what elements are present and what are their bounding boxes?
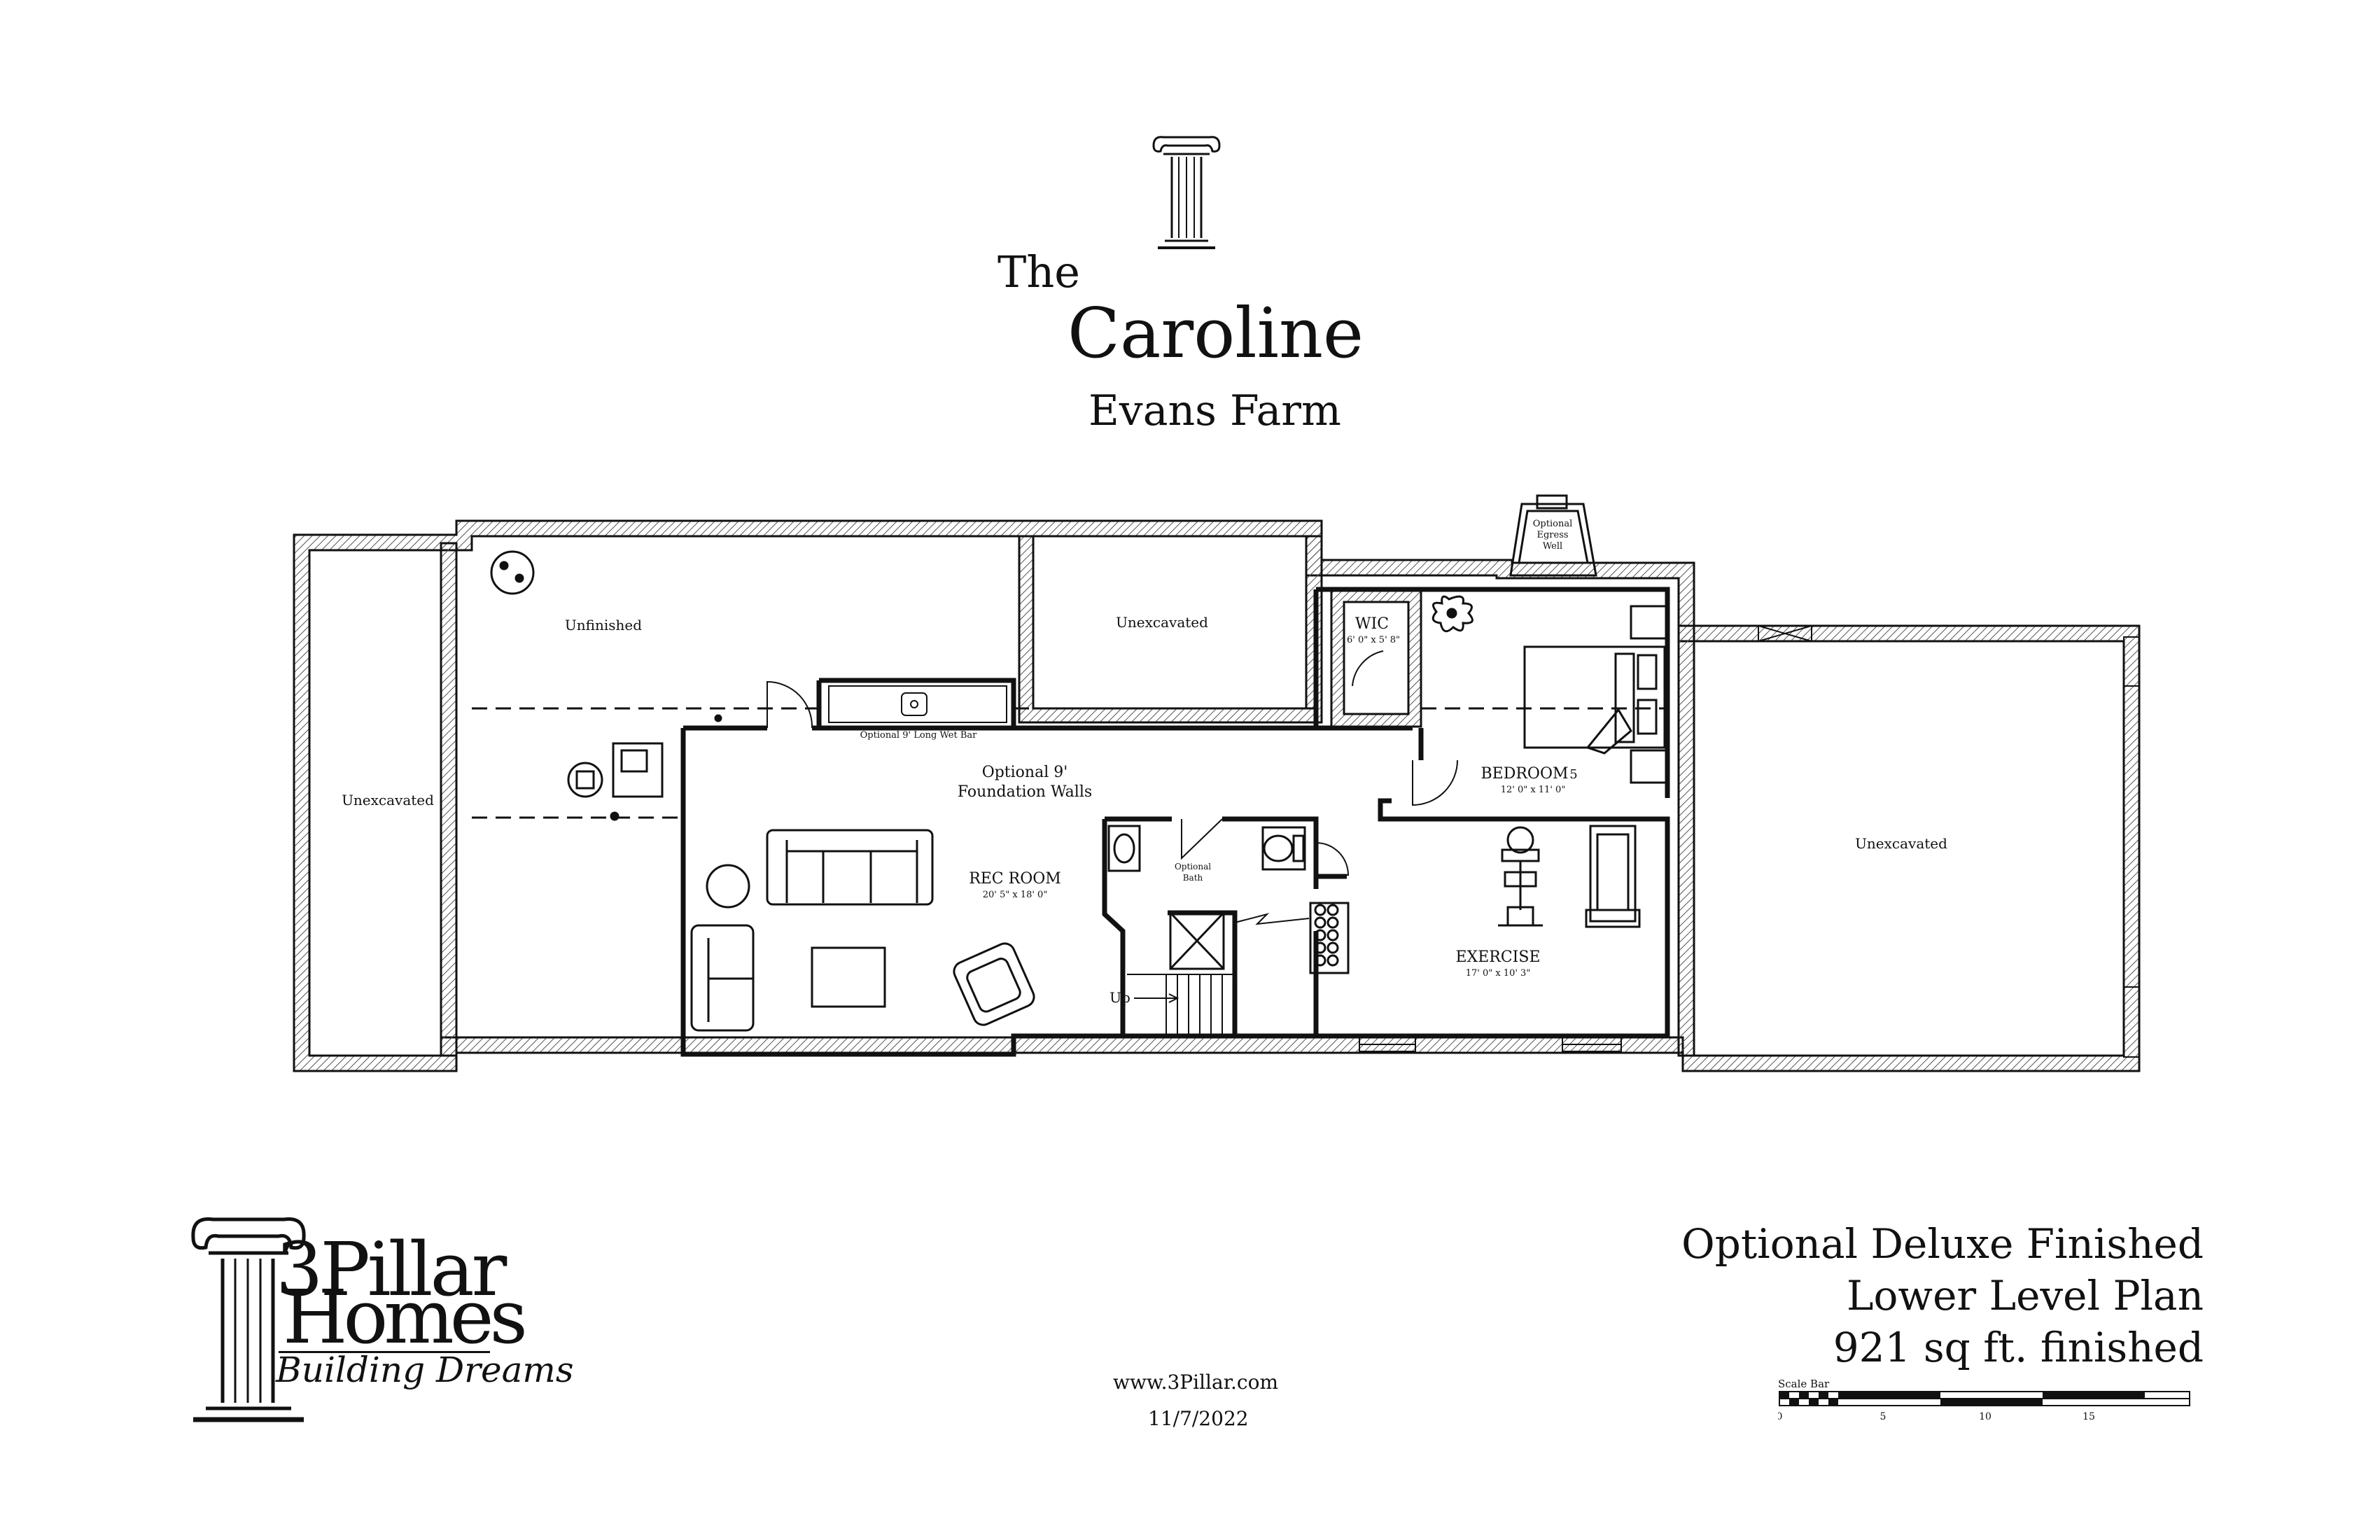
label-bath-1: Optional: [1175, 862, 1211, 872]
label-egress-1: Optional: [1533, 519, 1572, 529]
label-bedroom-num: 5: [1569, 767, 1577, 782]
scale-bar: Scale Bar 0 5 10 15: [1778, 1378, 2190, 1422]
scale-tick-15: 15: [2082, 1411, 2095, 1422]
label-egress-2: Egress: [1536, 530, 1568, 540]
label-foundation-2: Foundation Walls: [958, 783, 1092, 801]
stairs: [1127, 913, 1310, 1036]
label-wic: WIC: [1355, 615, 1389, 633]
wet-bar: [828, 685, 1007, 723]
brand-name-top: 3Pillar: [276, 1226, 507, 1312]
bath-fixtures: [1107, 825, 1306, 970]
header-the: The: [997, 246, 1080, 298]
label-up: Up: [1110, 989, 1130, 1006]
foundation-walls: [293, 519, 2141, 1072]
egress-well: [1509, 494, 1597, 577]
plan-labels: Unexcavated Unfinished Unexcavated Unexc…: [342, 519, 1947, 1006]
bedroom-furniture: [1432, 595, 1667, 784]
community-name: Evans Farm: [1088, 386, 1341, 435]
label-exercise-dims: 17' 0" x 10' 3": [1466, 968, 1531, 979]
plan-date: 11/7/2022: [1148, 1407, 1249, 1430]
scale-tick-0: 0: [1778, 1411, 1782, 1422]
scale-bar-label: Scale Bar: [1778, 1378, 1830, 1390]
plan-title-line1: Optional Deluxe Finished: [1681, 1220, 2204, 1268]
model-name: Caroline: [1068, 294, 1364, 374]
windows: [1359, 625, 2140, 1058]
label-wet-bar: Optional 9' Long Wet Bar: [860, 730, 978, 741]
scale-tick-5: 5: [1880, 1411, 1886, 1422]
mechanical: [490, 550, 722, 821]
plan-title-line3: 921 sq ft. finished: [1833, 1324, 2204, 1371]
label-unexcavated-top: Unexcavated: [1116, 614, 1208, 631]
label-bedroom: BEDROOM: [1480, 765, 1568, 783]
pillar-logo-top: [1152, 136, 1221, 249]
label-unexcavated-left: Unexcavated: [342, 792, 434, 808]
interior-walls: [680, 587, 1670, 1057]
brand-tagline: Building Dreams: [276, 1350, 574, 1390]
rec-furniture: [690, 829, 1035, 1032]
label-exercise: EXERCISE: [1456, 948, 1541, 966]
label-foundation-1: Optional 9': [982, 764, 1068, 781]
plan-title: Optional Deluxe Finished Lower Level Pla…: [1681, 1218, 2204, 1373]
label-unexcavated-right: Unexcavated: [1855, 835, 1947, 852]
scale-tick-10: 10: [1979, 1411, 1991, 1422]
brand-divider: [279, 1351, 490, 1353]
label-rec-dims: 20' 5" x 18' 0": [983, 890, 1048, 900]
plan-title-line2: Lower Level Plan: [1847, 1272, 2204, 1320]
label-bath-2: Bath: [1183, 873, 1203, 883]
label-egress-3: Well: [1543, 541, 1562, 552]
brand-name-bottom: Homes: [283, 1274, 528, 1360]
brand-pillar-icon: [191, 1217, 306, 1422]
website-link[interactable]: www.3Pillar.com: [1113, 1371, 1278, 1394]
label-rec-room: REC ROOM: [969, 870, 1061, 888]
label-unfinished: Unfinished: [565, 617, 642, 634]
optional-foundation-dashes: [472, 707, 1667, 819]
label-bedroom-dims: 12' 0" x 11' 0": [1501, 785, 1566, 795]
door-swings: [766, 650, 1458, 876]
exercise-equipment: [1309, 825, 1641, 974]
label-wic-dims: 6' 0" x 5' 8": [1347, 635, 1400, 645]
